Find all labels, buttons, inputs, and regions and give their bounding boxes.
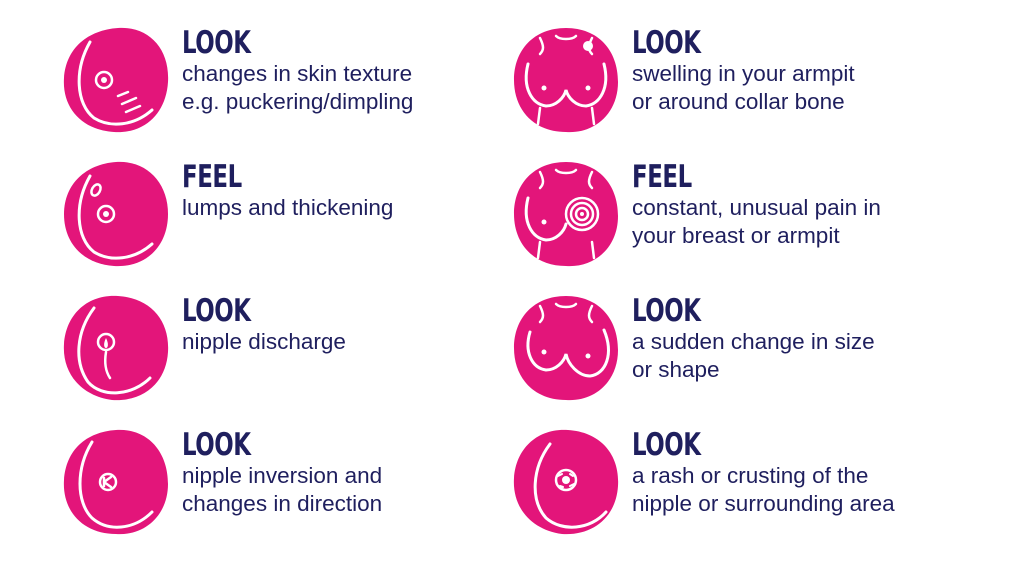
symptom-description: a rash or crusting of the nipple or surr…	[632, 463, 895, 516]
symptom-item-armpit-swelling: LOOK swelling in your armpit or around c…	[510, 24, 950, 144]
symptom-heading: FEEL	[182, 159, 242, 195]
symptom-description: constant, unusual pain in your breast or…	[632, 195, 881, 248]
symptom-item-skin-texture: LOOK changes in skin texture e.g. pucker…	[60, 24, 500, 144]
symptom-item-discharge: LOOK nipple discharge	[60, 292, 500, 412]
symptom-description: changes in skin texture e.g. puckering/d…	[182, 61, 414, 114]
breast-skin-dimpling-icon	[60, 24, 172, 136]
symptom-heading: LOOK	[182, 427, 251, 463]
symptom-heading: LOOK	[632, 427, 701, 463]
symptom-item-lumps: FEEL lumps and thickening	[60, 158, 500, 278]
nipple-rash-icon	[510, 426, 622, 538]
symptom-heading: LOOK	[632, 293, 701, 329]
breast-lump-icon	[60, 158, 172, 270]
symptom-description: a sudden change in size or shape	[632, 329, 875, 382]
torso-armpit-swelling-icon	[510, 24, 622, 136]
symptom-item-nipple-inversion: LOOK nipple inversion and changes in dir…	[60, 426, 500, 546]
symptom-item-pain: FEEL constant, unusual pain in your brea…	[510, 158, 950, 278]
torso-pain-target-icon	[510, 158, 622, 270]
symptom-heading: LOOK	[632, 25, 701, 61]
nipple-discharge-icon	[60, 292, 172, 404]
symptom-heading: LOOK	[182, 293, 251, 329]
symptom-heading: LOOK	[182, 25, 251, 61]
symptom-description: nipple discharge	[182, 329, 346, 354]
torso-size-change-icon	[510, 292, 622, 404]
symptom-heading: FEEL	[632, 159, 692, 195]
symptom-description: nipple inversion and changes in directio…	[182, 463, 383, 516]
symptom-item-size-change: LOOK a sudden change in size or shape	[510, 292, 950, 412]
symptom-description: lumps and thickening	[182, 195, 394, 220]
symptom-description: swelling in your armpit or around collar…	[632, 61, 855, 114]
nipple-inversion-icon	[60, 426, 172, 538]
symptom-item-rash: LOOK a rash or crusting of the nipple or…	[510, 426, 950, 546]
